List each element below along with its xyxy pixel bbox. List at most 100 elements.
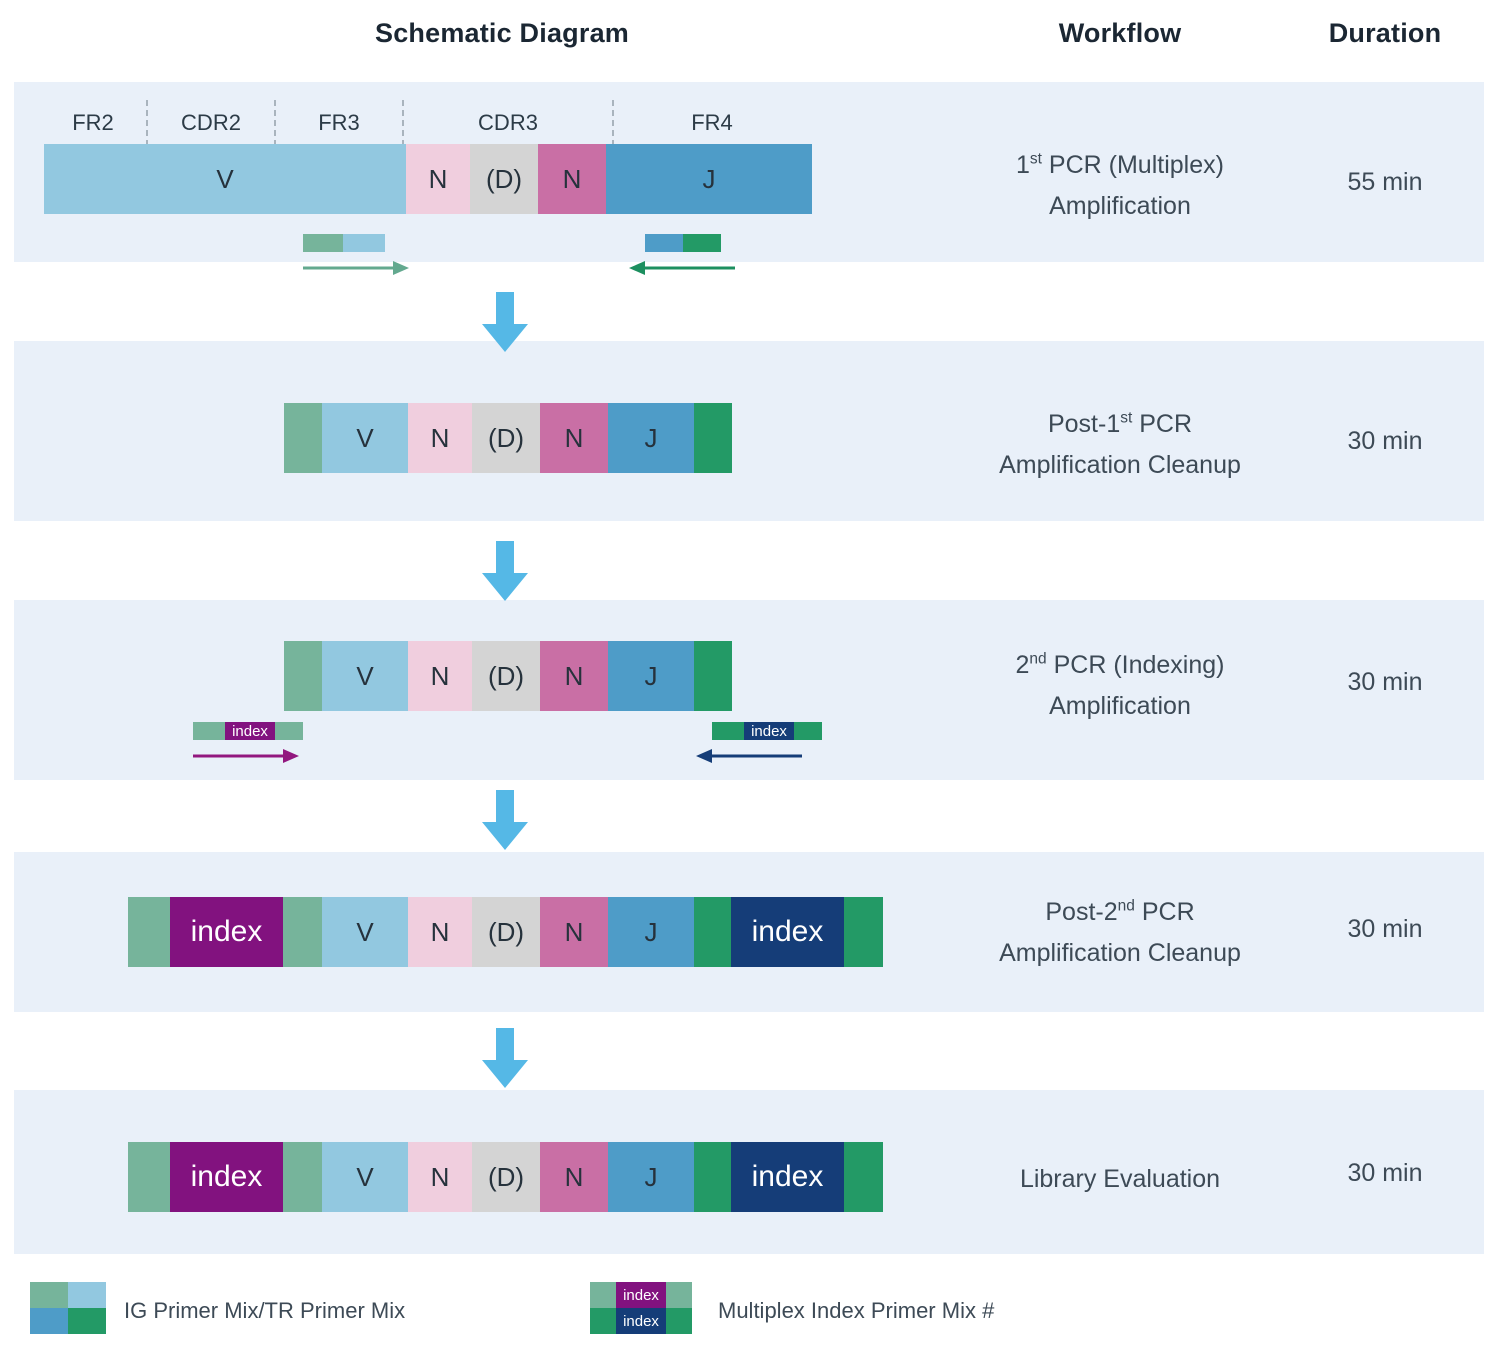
region-label-cdr2: CDR2 [181, 110, 241, 135]
legend-adapter-block [590, 1308, 616, 1334]
segment-N-row-5: N [408, 1142, 472, 1212]
legend-swatch-primer-mix [30, 1282, 106, 1334]
segment-index-right-row-4: index [731, 897, 844, 967]
segment-adapter-right-2-row-4 [844, 897, 883, 967]
segment-adapter-left-row-3 [284, 641, 322, 711]
duration-label-row-4: 30 min [1347, 915, 1423, 943]
legend-adapter-block [666, 1308, 692, 1334]
legend-adapter-block [68, 1282, 106, 1308]
segment-N-row-1: N [406, 144, 470, 214]
segment-adapter-right-row-5 [694, 1142, 731, 1212]
duration-label-row-5: 30 min [1347, 1159, 1423, 1187]
primer-index-box: index [225, 722, 275, 740]
flow-arrow-down-1 [482, 292, 528, 352]
workflow-label-row-1: 1st PCR (Multiplex)Amplification [960, 145, 1280, 228]
forward-direction-arrow-row-3 [193, 748, 299, 764]
workflow-line-2: Amplification [1049, 692, 1191, 721]
segment-adapter-left-row-2 [284, 403, 322, 473]
segment-adapter-right-row-3 [694, 641, 732, 711]
segment-V-row-2: V [322, 403, 408, 473]
duration-label-row-2: 30 min [1347, 427, 1423, 455]
segment-V-row-1: V [44, 144, 406, 214]
duration-label-row-3: 30 min [1347, 668, 1423, 696]
segment-adapter-left-2-row-5 [283, 1142, 322, 1212]
workflow-row-band-2 [14, 341, 1484, 521]
segment-N-row-3: N [408, 641, 472, 711]
primer-adapter-block [683, 234, 721, 252]
workflow-line-1: Post-2nd PCR [1045, 897, 1195, 926]
region-label-fr3: FR3 [318, 110, 360, 135]
ordinal-suffix: nd [1029, 650, 1047, 668]
primer-index-box: index [744, 722, 794, 740]
segment-J-row-5: J [608, 1142, 694, 1212]
column-header-duration: Duration [1328, 18, 1442, 48]
workflow-label-row-3: 2nd PCR (Indexing)Amplification [960, 645, 1280, 728]
reverse-direction-arrow-row-1 [629, 260, 735, 276]
segment-V-row-5: V [322, 1142, 408, 1212]
workflow-line-1: Library Evaluation [1019, 1165, 1221, 1193]
workflow-row-band-3 [14, 600, 1484, 780]
legend-label-index-primer-mix: Multiplex Index Primer Mix # [718, 1298, 995, 1323]
primer-adapter-block [343, 234, 385, 252]
forward-index-primer-row-3: index [193, 722, 303, 740]
legend-swatch-row [30, 1282, 106, 1308]
segment-J-row-1: J [606, 144, 812, 214]
column-header-workflow: Workflow [1058, 18, 1182, 48]
workflow-label-row-5: Library Evaluation [960, 1159, 1280, 1200]
segment-J-row-4: J [608, 897, 694, 967]
legend-adapter-block [590, 1282, 616, 1308]
segment-adapter-right-row-4 [694, 897, 731, 967]
region-divider-1 [146, 100, 148, 146]
region-divider-4 [612, 100, 614, 146]
segment-D-row-4: (D) [472, 897, 540, 967]
reverse-index-primer-row-3: index [712, 722, 822, 740]
segment-N2-row-4: N [540, 897, 608, 967]
segment-D-row-5: (D) [472, 1142, 540, 1212]
forward-primer-row-1 [303, 234, 385, 252]
segment-adapter-left-row-5 [128, 1142, 170, 1212]
segment-N2-row-3: N [540, 641, 608, 711]
reverse-primer-row-1 [645, 234, 721, 252]
region-label-fr2: FR2 [72, 110, 114, 135]
region-divider-3 [402, 100, 404, 146]
region-label-cdr3: CDR3 [478, 110, 538, 135]
workflow-label-row-2: Post-1st PCR Amplification Cleanup [960, 404, 1280, 487]
primer-adapter-block [645, 234, 683, 252]
flow-arrow-down-3 [482, 790, 528, 850]
primer-adapter-block [794, 722, 822, 740]
legend-adapter-block [68, 1308, 106, 1334]
column-header-schematic-diagram: Schematic Diagram [374, 18, 629, 48]
segment-index-right-row-5: index [731, 1142, 844, 1212]
legend-swatch-row: index [590, 1282, 692, 1308]
workflow-line-2: Amplification Cleanup [999, 939, 1241, 968]
workflow-label-row-4: Post-2nd PCR Amplification Cleanup [960, 892, 1280, 975]
reverse-direction-arrow-row-3 [696, 748, 802, 764]
workflow-line-1: Post-1st PCR [1047, 409, 1193, 438]
region-divider-2 [274, 100, 276, 146]
primer-adapter-block [193, 722, 225, 740]
legend-swatch-row: index [590, 1308, 692, 1334]
segment-D-row-3: (D) [472, 641, 540, 711]
legend-index-box: index [616, 1308, 666, 1334]
flow-arrow-down-2 [482, 541, 528, 601]
segment-adapter-right-2-row-5 [844, 1142, 883, 1212]
segment-N-row-4: N [408, 897, 472, 967]
legend-swatch-row [30, 1308, 106, 1334]
segment-J-row-2: J [608, 403, 694, 473]
legend-adapter-block [30, 1308, 68, 1334]
segment-D-row-1: (D) [470, 144, 538, 214]
ordinal-suffix: nd [1117, 897, 1135, 915]
legend-adapter-block [30, 1282, 68, 1308]
segment-N2-row-2: N [540, 403, 608, 473]
segment-N2-row-5: N [540, 1142, 608, 1212]
region-label-fr4: FR4 [691, 110, 733, 135]
workflow-line-2: Amplification [1049, 192, 1191, 221]
segment-adapter-left-row-4 [128, 897, 170, 967]
workflow-line-2: Amplification Cleanup [999, 451, 1241, 480]
legend-index-box: index [616, 1282, 666, 1308]
ordinal-suffix: st [1029, 150, 1042, 168]
